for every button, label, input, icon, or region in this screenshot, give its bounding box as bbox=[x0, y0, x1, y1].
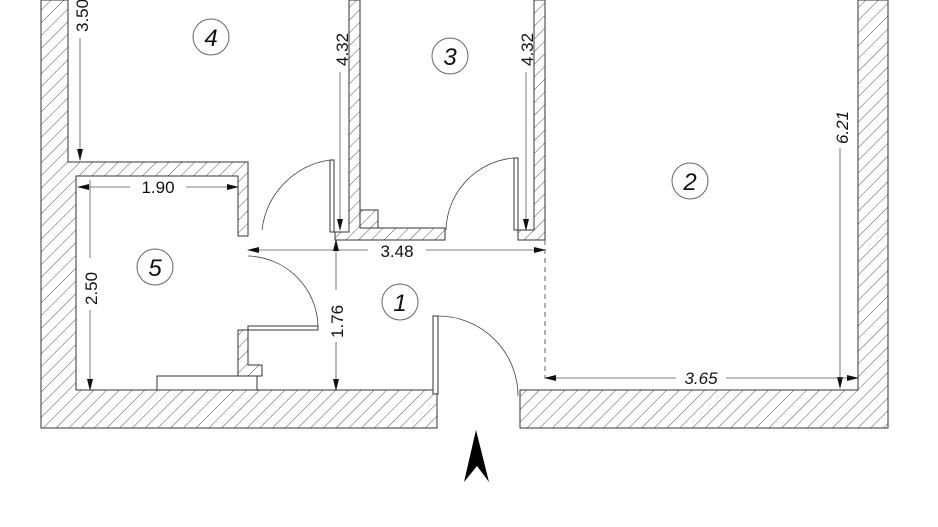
dim-room2-height: 6.21 bbox=[833, 111, 852, 144]
room-3-circle bbox=[431, 37, 469, 75]
doors bbox=[247, 157, 519, 397]
entrance-door-swing bbox=[437, 315, 519, 397]
wall-stub bbox=[359, 209, 379, 229]
room-labels: 1 2 3 4 5 bbox=[136, 18, 709, 321]
room-4-circle bbox=[192, 18, 230, 56]
dim-wall-3-2: 4.32 bbox=[518, 33, 537, 66]
dim-hall-height: 1.76 bbox=[328, 305, 347, 338]
dim-hall-width: 3.48 bbox=[380, 242, 413, 261]
room-4-label: 4 bbox=[204, 25, 217, 52]
walls bbox=[40, 0, 889, 429]
right-outer-wall bbox=[519, 0, 889, 429]
room-2-circle bbox=[671, 162, 709, 200]
wall-room3-room2 bbox=[517, 0, 546, 241]
room-1-circle bbox=[381, 283, 419, 321]
room-3-label: 3 bbox=[443, 44, 457, 71]
dim-wall-4-3: 4.32 bbox=[333, 33, 352, 66]
door-room3-swing bbox=[445, 157, 515, 231]
door-room5-leaf bbox=[247, 325, 319, 331]
north-arrow-icon bbox=[464, 430, 489, 482]
dim-room4-height: 3.50 bbox=[73, 0, 92, 32]
entrance-door-leaf bbox=[432, 315, 439, 395]
dim-room5-width: 1.90 bbox=[141, 178, 174, 197]
door-room5-swing bbox=[247, 255, 319, 327]
dimensions: 3.50 4.32 4.32 6.21 1.90 2.50 3.48 1.76 … bbox=[73, 0, 859, 391]
dim-room2-width: 3.65 bbox=[684, 369, 718, 388]
room-1-label: 1 bbox=[393, 290, 406, 317]
dim-room5-height: 2.50 bbox=[82, 272, 101, 305]
room-2-label: 2 bbox=[682, 169, 696, 196]
door-room4-swing bbox=[261, 159, 331, 231]
room-5-circle bbox=[136, 248, 174, 286]
room5-bench bbox=[156, 375, 258, 391]
door-room4-leaf bbox=[329, 159, 335, 233]
room-5-label: 5 bbox=[148, 255, 162, 282]
door-room3-leaf bbox=[513, 157, 519, 231]
wall-room4-room3 bbox=[334, 0, 446, 241]
